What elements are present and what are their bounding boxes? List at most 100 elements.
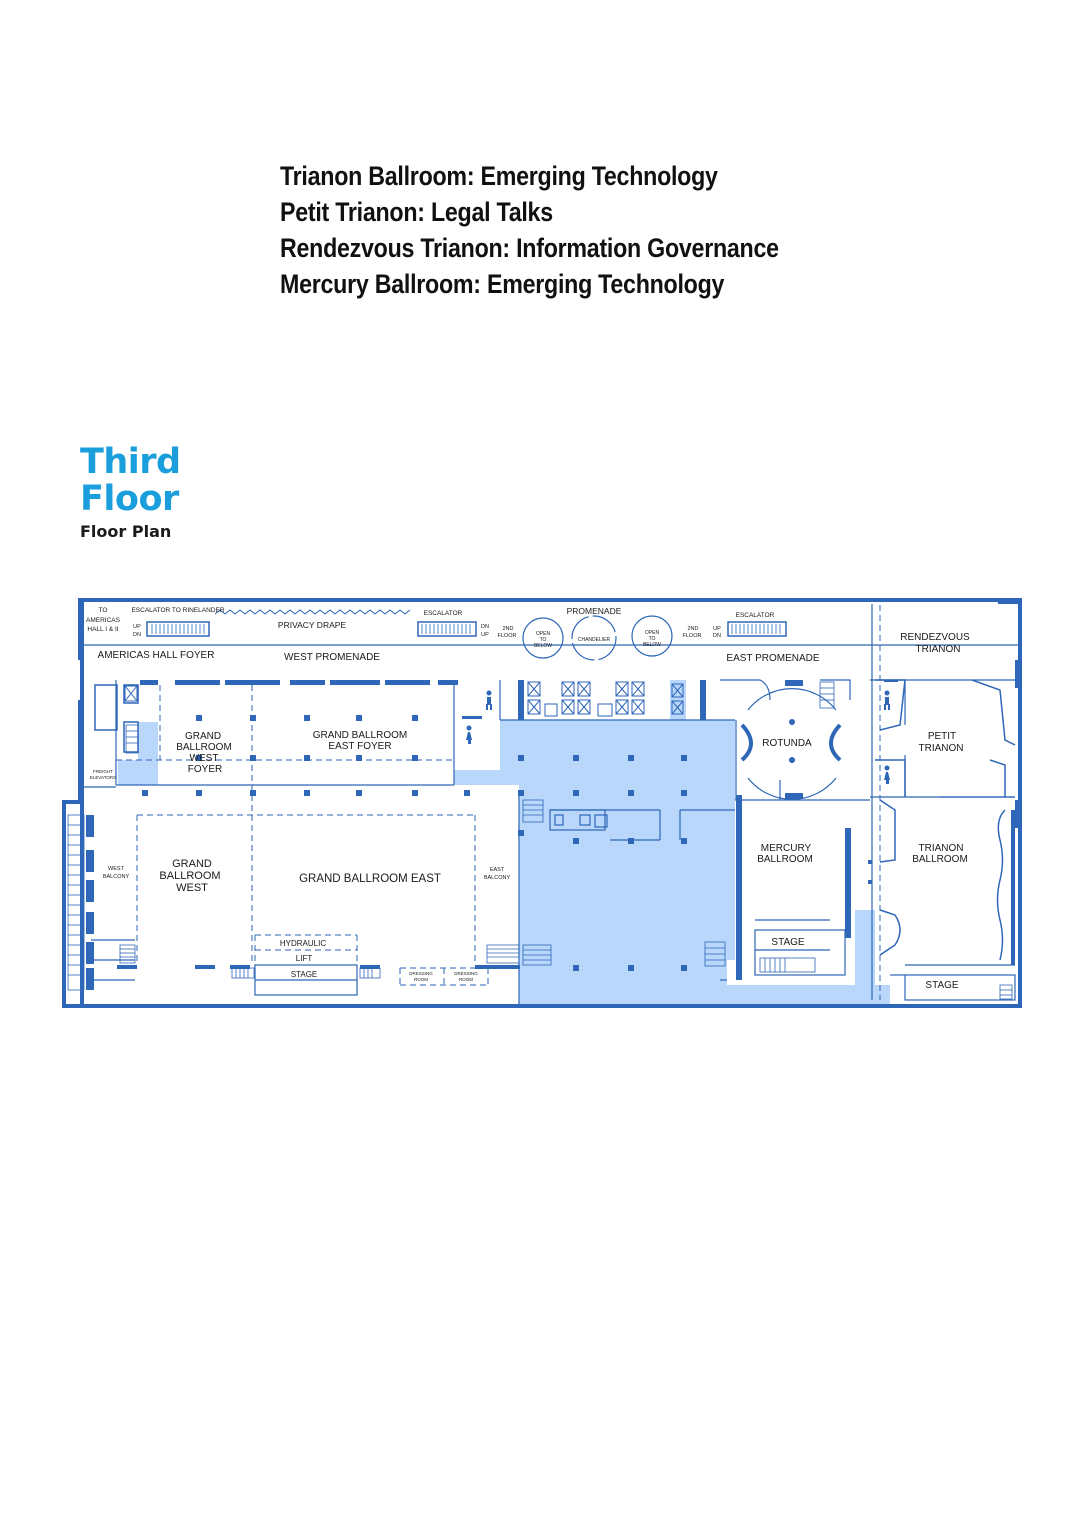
label-gb-east-foyer-1: GRAND BALLROOM — [313, 730, 407, 741]
label-stage-mercury: STAGE — [771, 937, 804, 948]
plan-labels: TO AMERICAS HALL I & II ESCALATOR TO RIN… — [86, 606, 970, 991]
label-freight-2: ELEVATORS — [90, 775, 116, 780]
promenade-circles — [522, 615, 673, 661]
session-list: Trianon Ballroom: Emerging Technology Pe… — [280, 158, 860, 302]
columns — [142, 715, 872, 971]
label-americas-hall-foyer: AMERICAS HALL FOYER — [98, 650, 215, 661]
label-escalator-center: ESCALATOR — [424, 610, 463, 617]
label-stage-trianon: STAGE — [925, 980, 958, 991]
label-dressing-1a: DRESSING — [409, 971, 433, 976]
chandelier — [571, 615, 617, 661]
label-gb-west-foyer-3: WEST — [190, 753, 219, 764]
label-gb-west-foyer-4: FOYER — [188, 764, 222, 775]
label-rendezvous-2: TRIANON — [916, 644, 961, 655]
label-mercury-2: BALLROOM — [757, 854, 813, 865]
label-trianon-1: TRIANON — [919, 843, 964, 854]
session-petit-trianon: Petit Trianon: Legal Talks — [280, 197, 553, 227]
floor-title-line1: Third — [80, 442, 181, 482]
restroom-men-icon-east — [884, 690, 890, 710]
label-privacy-drape: PRIVACY DRAPE — [278, 620, 347, 630]
restroom-women-icon-west — [466, 725, 472, 744]
label-dn-west: DN — [133, 632, 141, 638]
label-up-center: UP — [481, 632, 489, 638]
escalator-east — [727, 621, 787, 637]
label-open-east-1: OPEN — [645, 630, 660, 636]
session-mercury-ballroom: Mercury Ballroom: Emerging Technology — [280, 269, 725, 299]
label-east-promenade: EAST PROMENADE — [726, 653, 819, 664]
label-open-west-3: BELOW — [534, 643, 552, 649]
label-west-balcony-1: WEST — [108, 866, 125, 872]
label-gb-east-foyer-2: EAST FOYER — [328, 741, 391, 752]
label-dn-center: DN — [481, 624, 489, 630]
label-freight-1: FREIGHT — [93, 769, 113, 774]
label-open-west-2: TO — [540, 637, 547, 643]
label-to-americas-2: AMERICAS — [86, 617, 121, 624]
label-petit-trianon-1: PETIT — [928, 731, 956, 742]
label-trianon-2: BALLROOM — [912, 854, 968, 865]
label-2nd-floor-east-1: 2ND — [687, 626, 698, 632]
escalator-west — [146, 621, 210, 637]
label-promenade: PROMENADE — [567, 606, 622, 616]
restroom-women-icon-east — [884, 765, 890, 784]
label-west-promenade: WEST PROMENADE — [284, 652, 380, 663]
label-to-americas-3: HALL I & II — [87, 626, 118, 633]
session-rendezvous-trianon: Rendezvous Trianon: Information Governan… — [280, 233, 779, 263]
label-stage-grand: STAGE — [291, 970, 318, 979]
label-open-west-1: OPEN — [536, 631, 551, 637]
escalator-center — [417, 621, 477, 637]
open-to-below-west — [522, 617, 564, 659]
label-escalator-east: ESCALATOR — [736, 612, 775, 619]
label-escalator-rinelander: ESCALATOR TO RINELANDER — [131, 607, 224, 614]
label-gb-west-foyer-1: GRAND — [185, 731, 221, 742]
stage-outlines — [254, 929, 1016, 1001]
label-open-east-3: BELOW — [643, 642, 661, 648]
label-east-balcony-2: BALCONY — [484, 875, 511, 881]
label-dn-east: DN — [713, 633, 721, 639]
label-dressing-2b: ROOM — [459, 977, 473, 982]
restroom-icons — [462, 680, 898, 784]
label-petit-trianon-2: TRIANON — [919, 743, 964, 754]
label-mercury-1: MERCURY — [761, 843, 812, 854]
privacy-drape — [214, 609, 411, 615]
stairs — [67, 681, 1013, 1000]
label-chandelier: CHANDELIER — [578, 637, 611, 643]
interior-walls — [80, 604, 1020, 1006]
outer-walls — [62, 598, 1022, 1008]
label-gb-west-1: GRAND — [172, 858, 212, 870]
floor-title-line2: Floor — [80, 479, 179, 519]
label-2nd-floor-west-1: 2ND — [502, 626, 513, 632]
label-up-west: UP — [133, 624, 141, 630]
rotunda — [720, 679, 851, 800]
session-trianon-ballroom: Trianon Ballroom: Emerging Technology — [280, 161, 718, 191]
label-rendezvous-1: RENDEZVOUS — [900, 632, 970, 643]
label-open-east-2: TO — [649, 636, 656, 642]
elevator-banks — [124, 681, 684, 717]
label-up-east: UP — [713, 626, 721, 632]
floor-heading: Third Floor Floor Plan — [80, 442, 181, 542]
label-2nd-floor-west-2: FLOOR — [498, 633, 517, 639]
escalator-treads — [151, 624, 781, 634]
label-west-balcony-2: BALCONY — [103, 874, 130, 880]
label-hydraulic: HYDRAULIC — [280, 939, 326, 948]
trianon-walls — [875, 679, 1016, 965]
dashed-lines — [116, 605, 881, 1000]
heavy-walls — [80, 600, 1020, 1006]
label-gb-west-3: WEST — [176, 882, 208, 894]
label-lift: LIFT — [296, 954, 313, 963]
restroom-men-icon-west — [486, 690, 492, 710]
label-east-balcony-1: EAST — [490, 867, 505, 873]
freight-elevator-shaft — [94, 684, 118, 731]
label-grand-ballroom-east: GRAND BALLROOM EAST — [299, 873, 441, 885]
highlight-area — [118, 680, 890, 1006]
floor-plan-subtitle: Floor Plan — [80, 522, 172, 541]
open-to-below-east — [631, 615, 673, 657]
label-dressing-2a: DRESSING — [454, 971, 478, 976]
label-gb-west-2: BALLROOM — [159, 870, 220, 882]
label-to-americas-1: TO — [99, 607, 108, 614]
label-gb-west-foyer-2: BALLROOM — [176, 742, 232, 753]
label-rotunda: ROTUNDA — [762, 738, 812, 749]
label-dressing-1b: ROOM — [414, 977, 428, 982]
label-2nd-floor-east-2: FLOOR — [683, 633, 702, 639]
escalators — [94, 621, 787, 753]
